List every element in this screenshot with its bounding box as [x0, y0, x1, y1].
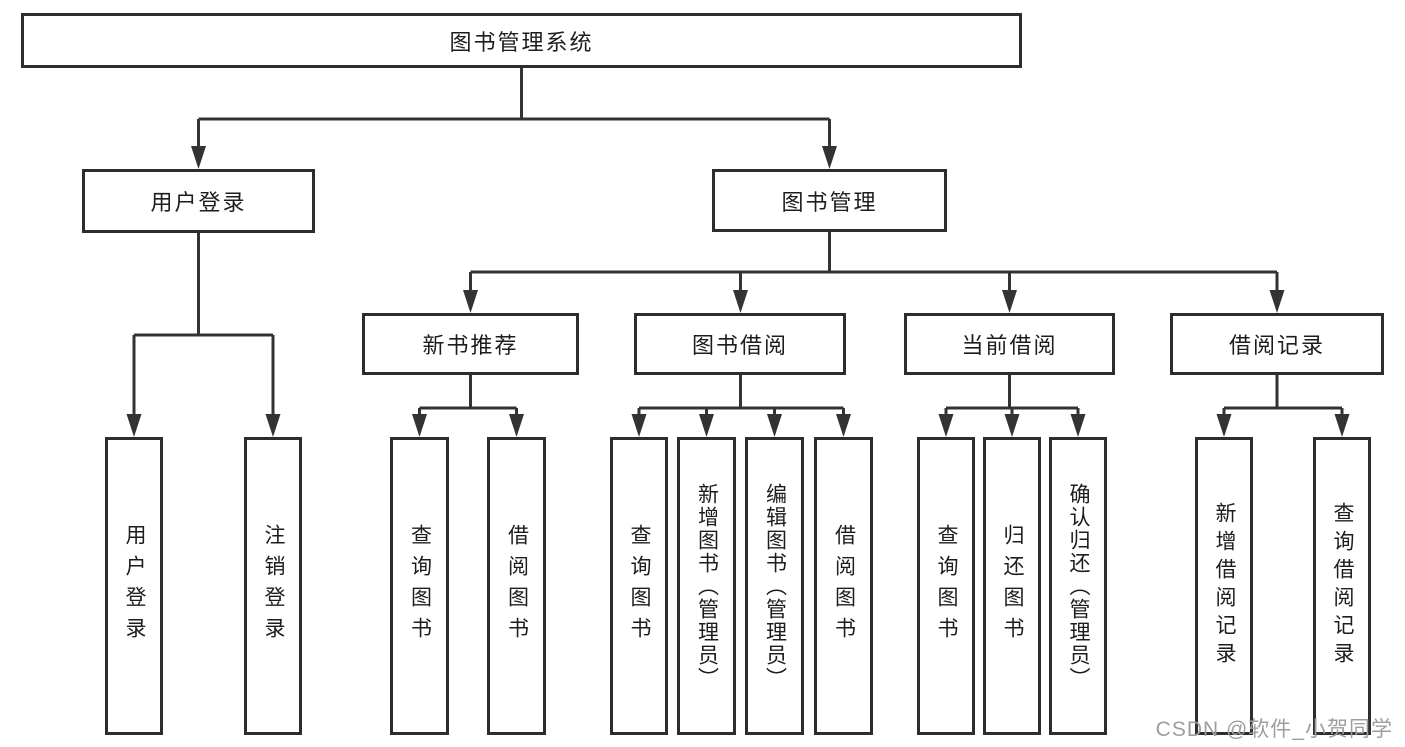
node-current-confirm-return-admin-label: 确认归还（管理员） — [1067, 482, 1090, 690]
node-recommend-borrow-books-label: 借阅图书 — [505, 524, 529, 648]
node-borrow-borrow-books: 借阅图书 — [814, 437, 873, 735]
node-recommend-query-books: 查询图书 — [390, 437, 449, 735]
node-user-login-label: 用户登录 — [150, 190, 247, 215]
node-borrow-query-books: 查询图书 — [610, 437, 668, 735]
node-current-confirm-return-admin: 确认归还（管理员） — [1049, 437, 1107, 735]
node-current-query-books: 查询图书 — [917, 437, 975, 735]
node-user-login: 用户登录 — [82, 169, 315, 233]
node-user-login-leaf-label: 用户登录 — [123, 524, 146, 648]
node-new-book-recommend-label: 新书推荐 — [422, 333, 519, 358]
node-current-return-books-label: 归还图书 — [1001, 524, 1024, 648]
node-records-add-record-label: 新增借阅记录 — [1213, 502, 1236, 670]
watermark: CSDN @软件_小贺同学 — [1155, 718, 1393, 741]
node-current-query-books-label: 查询图书 — [935, 524, 958, 648]
node-borrow-records: 借阅记录 — [1170, 313, 1384, 375]
node-root-label: 图书管理系统 — [449, 29, 594, 55]
node-recommend-query-books-label: 查询图书 — [408, 524, 432, 648]
node-book-borrow-label: 图书借阅 — [691, 333, 788, 358]
node-new-book-recommend: 新书推荐 — [362, 313, 579, 375]
node-borrow-edit-books-admin: 编辑图书（管理员） — [745, 437, 804, 735]
node-book-management: 图书管理 — [712, 169, 947, 232]
node-current-return-books: 归还图书 — [983, 437, 1041, 735]
node-borrow-edit-books-admin-label: 编辑图书（管理员） — [763, 482, 787, 690]
node-user-login-leaf: 用户登录 — [105, 437, 163, 735]
node-book-management-label: 图书管理 — [781, 189, 878, 215]
node-current-borrow: 当前借阅 — [904, 313, 1115, 375]
node-recommend-borrow-books: 借阅图书 — [487, 437, 546, 735]
node-records-add-record: 新增借阅记录 — [1195, 437, 1253, 735]
node-borrow-borrow-books-label: 借阅图书 — [832, 524, 856, 648]
node-records-query-record: 查询借阅记录 — [1313, 437, 1371, 735]
node-logout-leaf-label: 注销登录 — [262, 524, 285, 648]
node-borrow-records-label: 借阅记录 — [1228, 333, 1325, 358]
node-borrow-add-books-admin: 新增图书（管理员） — [677, 437, 736, 735]
node-current-borrow-label: 当前借阅 — [961, 333, 1058, 358]
node-book-borrow: 图书借阅 — [634, 313, 846, 375]
node-records-query-record-label: 查询借阅记录 — [1331, 502, 1354, 670]
node-root: 图书管理系统 — [21, 13, 1022, 68]
node-borrow-query-books-label: 查询图书 — [628, 524, 651, 648]
node-logout-leaf: 注销登录 — [244, 437, 302, 735]
node-borrow-add-books-admin-label: 新增图书（管理员） — [695, 482, 719, 690]
